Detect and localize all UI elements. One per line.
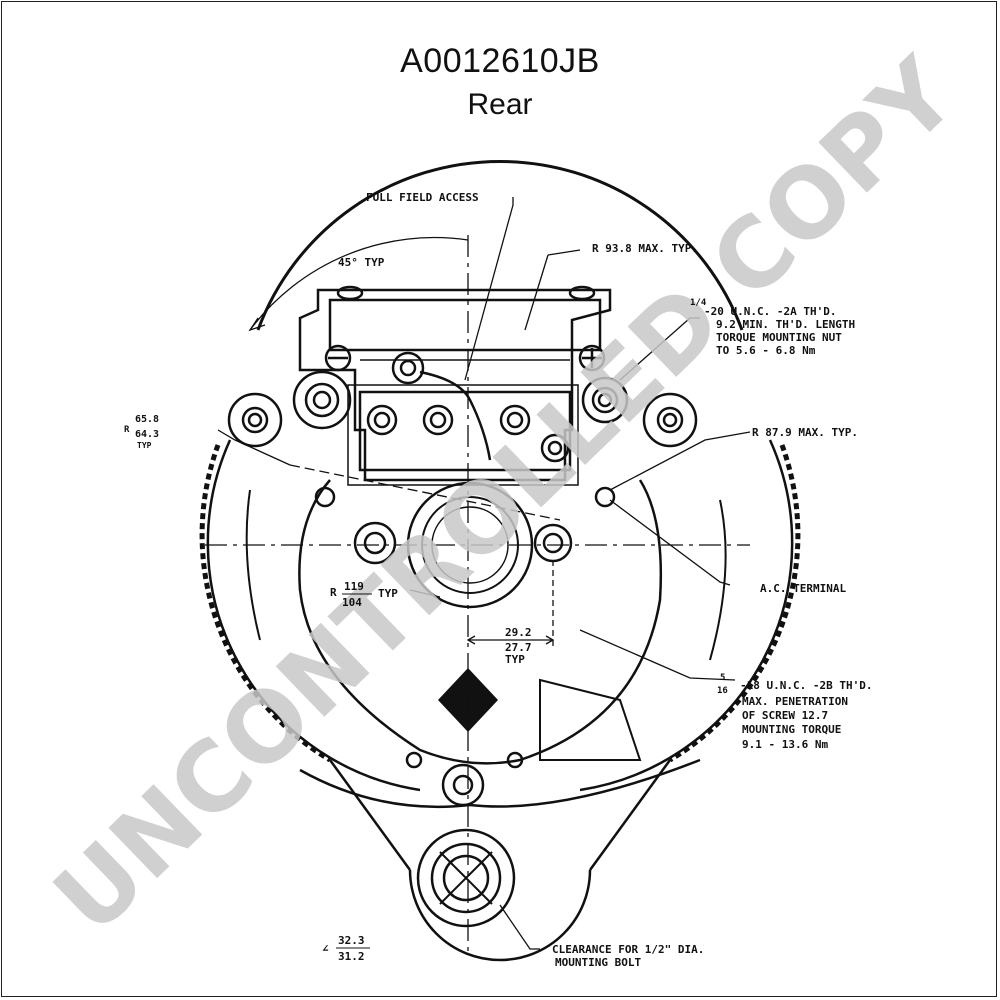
full-field-access-label: FULL FIELD ACCESS — [366, 191, 479, 204]
inner-cover — [245, 479, 727, 765]
thread2-line4: MOUNTING TORQUE — [742, 723, 841, 736]
radius-119-bottom: 104 — [342, 596, 362, 609]
ac-terminal-label: A.C. TERMINAL — [760, 582, 846, 595]
thread2-numerator: 5 — [720, 673, 725, 683]
dim-323-prefix: ∠ — [322, 942, 329, 955]
thread1-line3: TORQUE MOUNTING NUT — [716, 331, 842, 344]
thread1-line2: 9.2 MIN. TH'D. LENGTH — [716, 318, 855, 331]
part-number-title: A0012610JB — [400, 42, 600, 80]
angle-arc — [249, 236, 469, 331]
radius-65-typ: TYP — [137, 441, 152, 450]
thread1-line1: -20 U.N.C. -2A TH'D. — [704, 305, 836, 318]
radius-65-top: 65.8 — [135, 414, 159, 425]
dim-323-bottom: 31.2 — [338, 950, 365, 963]
field-wire — [419, 370, 492, 461]
dim-323-top: 32.3 — [338, 934, 365, 947]
dim-292-bottom: 27.7 — [505, 641, 532, 654]
radius-879-label: R 87.9 MAX. TYP. — [752, 426, 858, 439]
angle-45-label: 45° TYP — [338, 256, 385, 269]
thread2-line1: -18 U.N.C. -2B TH'D. — [740, 679, 872, 692]
radius-938-label: R 93.8 MAX. TYP. — [592, 242, 698, 255]
radius-119-top: 119 — [344, 580, 364, 593]
thread2-denominator: 16 — [717, 686, 728, 696]
clearance-line2: MOUNTING BOLT — [555, 956, 641, 969]
radius-65-bottom: 64.3 — [135, 429, 159, 440]
thread2-line5: 9.1 - 13.6 Nm — [742, 738, 828, 751]
dim-292-typ: TYP — [505, 653, 525, 666]
full-field-leader — [464, 197, 514, 381]
view-subtitle: Rear — [467, 88, 533, 121]
radius-119-typ: TYP — [378, 587, 398, 600]
thread1-fraction: 1/4 — [690, 298, 707, 308]
radius-119-prefix: R — [330, 586, 337, 599]
thread2-line3: OF SCREW 12.7 — [742, 709, 828, 722]
housing-outline — [199, 160, 801, 962]
clearance-line1: CLEARANCE FOR 1/2" DIA. — [552, 943, 704, 956]
thread1-line4: TO 5.6 - 6.8 Nm — [716, 344, 816, 357]
dim-292-top: 29.2 — [505, 626, 532, 639]
mounting-bolts — [227, 285, 698, 928]
thread2-line2: MAX. PENETRATION — [742, 695, 848, 708]
radius-65-prefix: R — [124, 425, 130, 435]
watermark-text: UNCONTROLLED COPY — [33, 37, 978, 955]
